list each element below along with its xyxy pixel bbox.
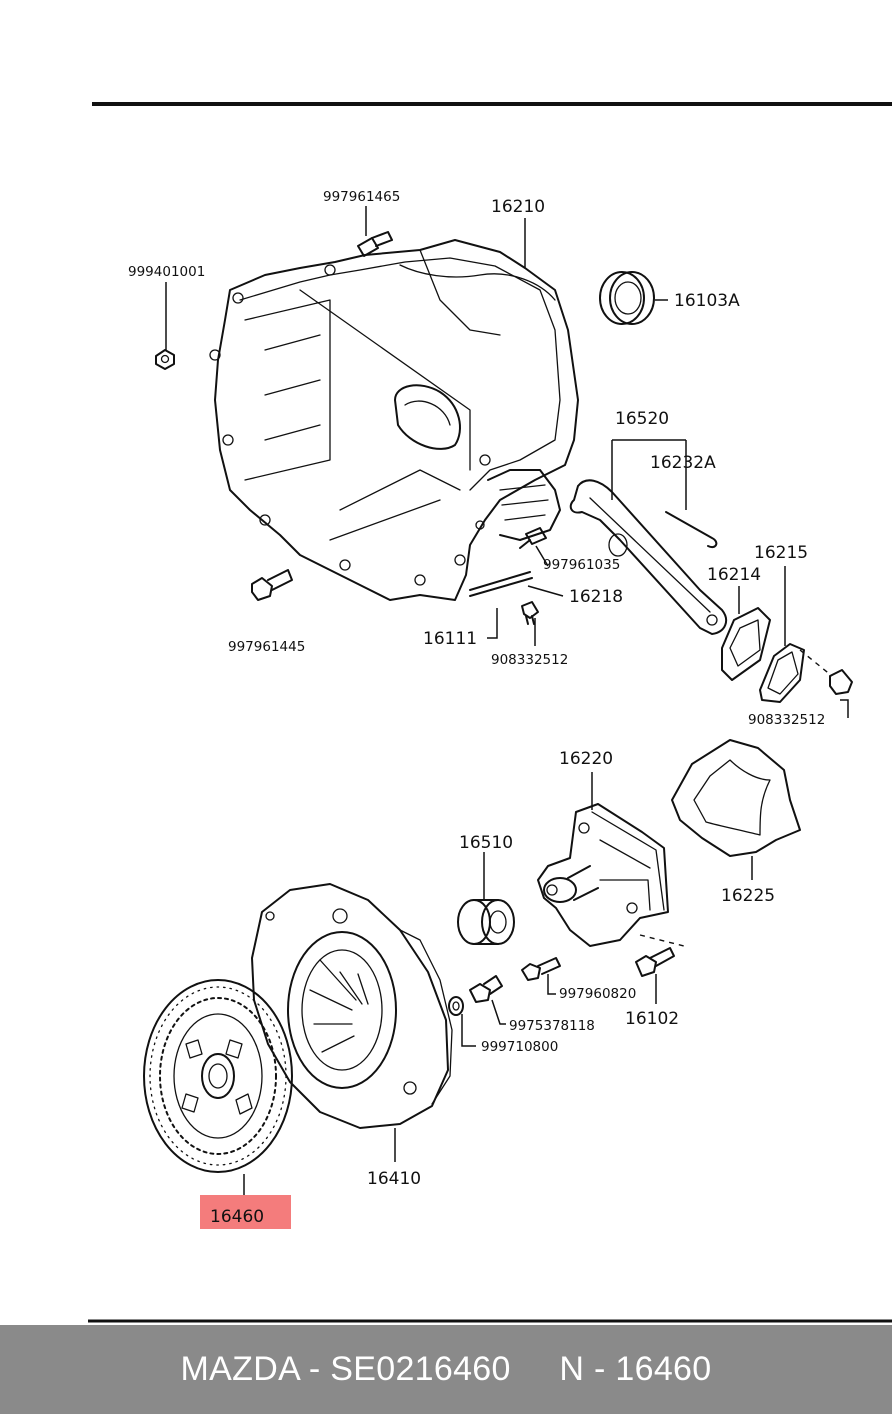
highlight-box: [200, 1195, 291, 1229]
label-908332512-a: 908332512: [491, 652, 568, 668]
oil-seal-16103A: [599, 271, 655, 325]
label-16410: 16410: [367, 1169, 421, 1189]
label-997961465: 997961465: [323, 189, 400, 205]
washer-999710800: [448, 996, 464, 1016]
label-997961445: 997961445: [228, 639, 305, 655]
label-16460-highlighted: 16460: [210, 1207, 264, 1227]
release-fork-16520: [569, 479, 728, 635]
label-997960820: 997960820: [559, 986, 636, 1002]
label-997961035: 997961035: [543, 557, 620, 573]
leader-lines: [165, 206, 849, 1196]
label-16103A: 16103A: [674, 291, 740, 311]
label-16214: 16214: [707, 565, 761, 585]
clutch-cover-16410: [251, 883, 453, 1129]
spring-16232A: [665, 511, 718, 548]
bolt-997961445: [251, 569, 293, 601]
footer-part-number: MAZDA - SE0216460 N - 16460: [180, 1350, 712, 1388]
pin-16218: [469, 571, 533, 597]
label-16102: 16102: [625, 1009, 679, 1029]
nut-999401001: [155, 349, 175, 370]
bolt-908332512-b: [799, 649, 853, 695]
gasket-16215: [759, 643, 805, 703]
clutch-housing-16210: [209, 239, 579, 601]
label-16218: 16218: [569, 587, 623, 607]
label-9975378118: 9975378118: [509, 1018, 595, 1034]
label-16520: 16520: [615, 409, 669, 429]
release-bearing-16510: [457, 899, 515, 945]
bolt-997961035: [519, 527, 547, 549]
parts-diagram: 997961465 16210 999401001 16103A 16520 1…: [88, 102, 892, 1323]
release-collar-16220: [537, 803, 669, 947]
label-16510: 16510: [459, 833, 513, 853]
label-16215: 16215: [754, 543, 808, 563]
label-16220: 16220: [559, 749, 613, 769]
bolt-9975378118: [469, 975, 503, 1003]
footer-bar: MAZDA - SE0216460 N - 16460: [0, 1325, 892, 1414]
bleeder-908332512-a: [521, 601, 539, 625]
bolt-997961465: [357, 231, 393, 257]
label-908332512-b: 908332512: [748, 712, 825, 728]
stud-997960820: [521, 957, 561, 981]
clutch-disc-16460: [143, 979, 293, 1173]
label-999710800: 999710800: [481, 1039, 558, 1055]
stud-16102: [635, 934, 685, 977]
boot-16214: [721, 607, 771, 681]
gasket-16225: [671, 739, 801, 857]
label-16111: 16111: [423, 629, 477, 649]
label-16225: 16225: [721, 886, 775, 906]
label-16210: 16210: [491, 197, 545, 217]
label-16232A: 16232A: [650, 453, 716, 473]
label-999401001: 999401001: [128, 264, 205, 280]
